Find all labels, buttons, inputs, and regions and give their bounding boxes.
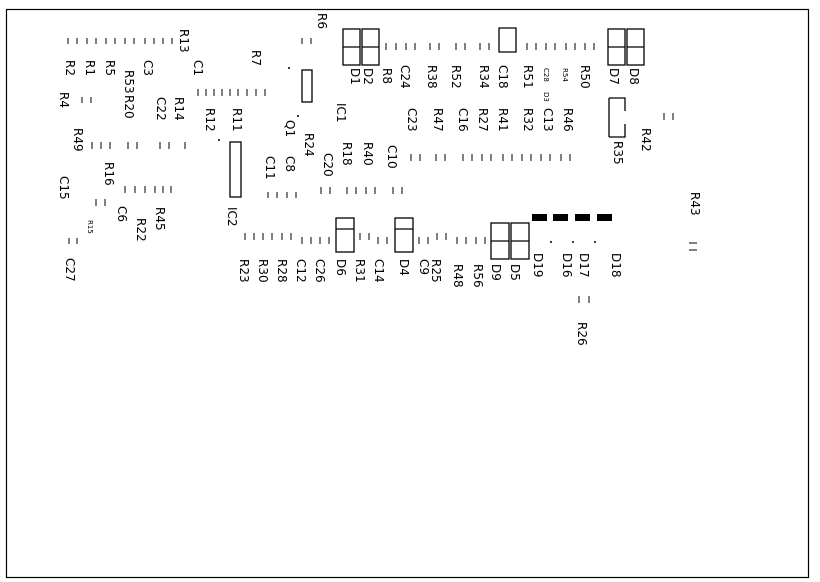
label-r56: R56 — [471, 264, 485, 288]
label-r49: R49 — [71, 128, 85, 152]
label-c8: C8 — [283, 156, 297, 172]
label-r1: R1 — [83, 60, 97, 76]
label-c15: C15 — [57, 176, 71, 200]
label-d9: D9 — [489, 264, 503, 281]
ic2-body — [229, 141, 242, 198]
label-q1: Q1 — [283, 120, 297, 137]
label-r35: R35 — [611, 141, 625, 165]
label-c6: C6 — [115, 206, 129, 222]
label-r7: R7 — [249, 50, 263, 66]
label-r41: R41 — [496, 108, 510, 132]
marker-dots — [218, 67, 596, 243]
label-r30: R30 — [256, 259, 270, 283]
label-r14: R14 — [172, 97, 186, 121]
label-d7: D7 — [607, 68, 621, 85]
label-r45: R45 — [153, 207, 167, 231]
label-r8: R8 — [380, 68, 394, 84]
label-c22: C22 — [154, 97, 168, 121]
label-c11: C11 — [263, 156, 277, 180]
label-r31: R31 — [353, 259, 367, 283]
label-r51: R51 — [521, 65, 535, 89]
label-d3: D3 — [542, 92, 550, 102]
label-c26: C26 — [313, 259, 327, 283]
d18-bar — [597, 214, 612, 221]
label-c10: C10 — [385, 145, 399, 169]
label-r24: R24 — [302, 133, 316, 157]
label-d8: D8 — [627, 68, 641, 85]
designator-labels: R13 R6 R7 R2 R1 R5 C3 C1 R53 R20 R4 R14 … — [57, 13, 702, 346]
label-r34: R34 — [477, 65, 491, 89]
label-r16: R16 — [102, 162, 116, 186]
label-d17: D17 — [577, 253, 591, 278]
label-d6: D6 — [334, 259, 348, 276]
label-r43: R43 — [688, 192, 702, 216]
c18-outline — [498, 27, 517, 53]
label-r2: R2 — [63, 60, 77, 76]
label-d19: D19 — [531, 253, 545, 278]
label-r47: R47 — [431, 108, 445, 132]
label-r28: R28 — [275, 259, 289, 283]
d16-bar — [553, 214, 568, 221]
label-r22: R22 — [134, 218, 148, 242]
d4-body — [394, 217, 414, 253]
label-c1: C1 — [191, 60, 205, 76]
label-r27: R27 — [476, 108, 490, 132]
label-c3: C3 — [141, 60, 155, 76]
label-r38: R38 — [425, 65, 439, 89]
label-r54: R54 — [561, 68, 569, 82]
led-bars — [532, 214, 612, 221]
label-c12: C12 — [294, 259, 308, 283]
label-r23: R23 — [237, 259, 251, 283]
d6-body — [335, 217, 355, 253]
ic1-body — [301, 69, 313, 103]
label-r40: R40 — [361, 142, 375, 166]
label-r32: R32 — [521, 108, 535, 132]
label-r12: R12 — [203, 108, 217, 132]
label-d16: D16 — [560, 253, 574, 278]
label-r11: R11 — [230, 108, 244, 132]
label-c18: C18 — [496, 65, 510, 89]
label-d2: D2 — [361, 68, 375, 85]
label-c14: C14 — [372, 259, 386, 283]
d19-bar — [532, 214, 547, 221]
label-c27: C27 — [63, 258, 77, 282]
label-r50: R50 — [578, 65, 592, 89]
label-r15: R15 — [86, 220, 94, 234]
label-c23: C23 — [405, 108, 419, 132]
label-c9: C9 — [417, 259, 431, 275]
label-r13: R13 — [177, 29, 191, 53]
board-outline — [5, 8, 810, 579]
label-c13: C13 — [541, 108, 555, 132]
label-r6: R6 — [315, 13, 329, 29]
label-ic2: IC2 — [225, 207, 239, 227]
component-bodies — [229, 27, 645, 260]
label-c28: C28 — [542, 68, 550, 82]
label-c20: C20 — [321, 153, 335, 177]
label-r25: R25 — [429, 259, 443, 283]
label-r46: R46 — [561, 108, 575, 132]
pad-marks — [67, 38, 697, 303]
label-r18: R18 — [340, 142, 354, 166]
label-d1: D1 — [348, 68, 362, 85]
label-r4: R4 — [57, 92, 71, 108]
label-r53: R53 — [122, 70, 136, 94]
label-c24: C24 — [398, 65, 412, 89]
label-c16: C16 — [456, 108, 470, 132]
label-d18: D18 — [609, 253, 623, 278]
label-r5: R5 — [103, 60, 117, 76]
label-r48: R48 — [451, 264, 465, 288]
label-d5: D5 — [508, 264, 522, 281]
label-r42: R42 — [639, 128, 653, 152]
label-r20: R20 — [122, 95, 136, 119]
label-ic1: IC1 — [334, 103, 348, 123]
label-r52: R52 — [449, 65, 463, 89]
label-d4: D4 — [397, 259, 411, 276]
r35-outline — [608, 97, 626, 138]
label-r26: R26 — [575, 322, 589, 346]
d17-bar — [575, 214, 590, 221]
